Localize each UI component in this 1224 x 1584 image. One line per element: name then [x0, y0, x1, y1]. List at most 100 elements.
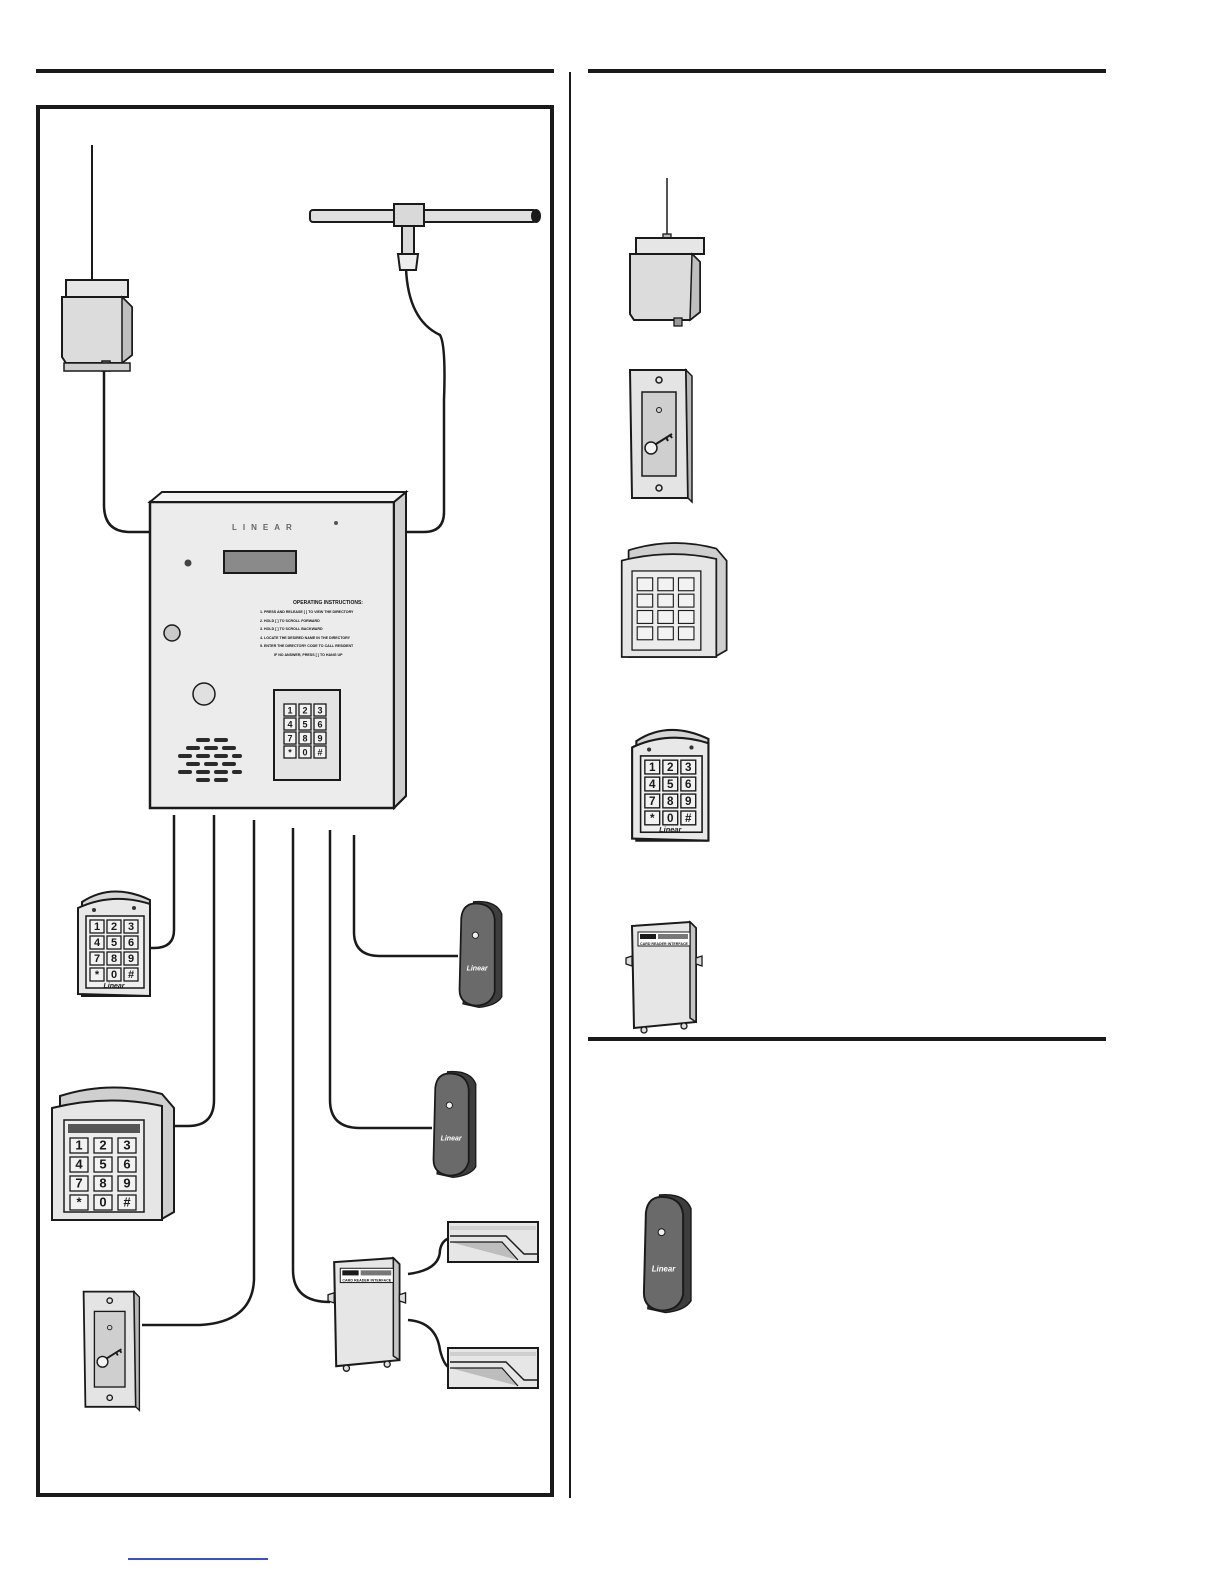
footer-link-underline[interactable]: [128, 1558, 268, 1560]
keypad-key: [106, 919, 122, 934]
keypad-key-label: 4: [75, 1157, 83, 1172]
keypad-key-label: 6: [123, 1157, 130, 1172]
keypad-key: [123, 935, 139, 950]
wire-key-switch: [142, 820, 256, 1327]
keypad-key-label: 2: [302, 705, 307, 715]
keypad-icon: [620, 542, 728, 658]
keypad-key-label: 6: [685, 778, 692, 791]
keypad-key: [106, 951, 122, 966]
keypad-key-label: 9: [128, 953, 134, 965]
keypad-key-label: 5: [302, 719, 307, 729]
key-switch-icon: [82, 1289, 141, 1413]
keypad-key: [644, 759, 661, 775]
keypad-key-label: 2: [99, 1138, 106, 1153]
keypad-key: [677, 626, 695, 641]
keypad-key-label: 6: [317, 719, 322, 729]
keypad-key: [313, 745, 327, 759]
keypad-key: [283, 717, 297, 731]
keypad-key: [106, 967, 122, 982]
unit-instructions: OPERATING INSTRUCTIONS: 1. PRESS AND REL…: [260, 600, 396, 657]
card-reader-interface-icon: CARD READER INTERFACE: [625, 920, 703, 1034]
keypad-key: [283, 731, 297, 745]
keypad-key-label: 4: [649, 778, 656, 791]
keypad-key: [636, 593, 654, 608]
keypad-key: [636, 609, 654, 624]
keypad-key-label: 1: [94, 921, 100, 933]
keypad-key: [636, 577, 654, 592]
proximity-reader-icon: Linear: [642, 1194, 692, 1314]
keypad-key: [677, 609, 695, 624]
reader-brand: Linear: [441, 1135, 463, 1142]
wire-card-interface: [291, 828, 331, 1304]
wire-prox-reader-2: [328, 830, 432, 1130]
keypad-key: [298, 703, 312, 717]
keypad-key-label: 9: [123, 1176, 130, 1191]
keypad-key: [89, 951, 105, 966]
card-reader-icon: [447, 1347, 539, 1389]
keypad-key-label: 7: [649, 795, 655, 808]
keypad-key: [677, 577, 695, 592]
keypad-key-label: 8: [99, 1176, 106, 1191]
keypad-key: [298, 731, 312, 745]
keypad-key-label: 3: [685, 761, 692, 774]
keypad-key: [69, 1137, 89, 1154]
wire-keypad-large: [172, 815, 216, 1128]
keypad-key: [93, 1175, 113, 1192]
keypad-key: [657, 577, 674, 592]
keypad-key-label: 1: [287, 705, 292, 715]
reader-brand: Linear: [467, 965, 489, 972]
left-column-top-rule: [36, 69, 554, 73]
keypad-key-label: 0: [302, 747, 307, 757]
keypad-key: [657, 609, 674, 624]
key-switch-icon: [628, 368, 693, 504]
keypad-key: [657, 593, 674, 608]
keypad-key-label: 8: [667, 795, 674, 808]
proximity-reader-icon: Linear: [432, 1070, 477, 1179]
keypad-key-label: *: [95, 969, 100, 981]
card-reader-icon: [447, 1221, 539, 1263]
keypad-key: [662, 759, 679, 775]
keypad-key: [644, 810, 661, 826]
keypad-key: [89, 919, 105, 934]
keypad-brand: Linear: [659, 825, 682, 834]
wire-keypad-small: [140, 815, 176, 950]
keypad-key: [123, 919, 139, 934]
keypad-key: [283, 745, 297, 759]
keypad-key: [69, 1194, 89, 1211]
interface-label: CARD READER INTERFACE: [640, 942, 689, 946]
keypad-key: [680, 810, 697, 826]
keypad-key: [123, 951, 139, 966]
keypad-key: [313, 731, 327, 745]
keypad-key: [680, 793, 697, 809]
keypad-key-label: 3: [123, 1138, 130, 1153]
keypad-key: [644, 776, 661, 792]
keypad-key: [662, 776, 679, 792]
keypad-key-label: 2: [111, 921, 117, 933]
unit-brand: LINEAR: [232, 523, 298, 532]
keypad-key: [106, 935, 122, 950]
keypad-key: [117, 1137, 137, 1154]
instruction-line-2: 2. HOLD [ ] TO SCROLL FORWARD: [260, 618, 320, 623]
keypad-key-label: 7: [75, 1176, 82, 1191]
column-divider: [569, 72, 571, 1498]
keypad-key-label: 0: [111, 969, 117, 981]
keypad-key: [677, 593, 695, 608]
t-antenna-icon: [309, 203, 541, 271]
keypad-key: [644, 793, 661, 809]
keypad-key-label: 1: [649, 761, 656, 774]
keypad-key-label: 9: [317, 733, 322, 743]
keypad-key: [89, 935, 105, 950]
keypad-key: [117, 1175, 137, 1192]
wire-card-reader-bottom: [407, 1318, 451, 1370]
keypad-key-label: #: [317, 747, 322, 757]
keypad-key: [123, 967, 139, 982]
keypad-key-label: *: [76, 1195, 82, 1210]
wire-antenna: [404, 267, 446, 534]
keypad-key: [117, 1194, 137, 1211]
instruction-line-3: 3. HOLD [ ] TO SCROLL BACKWARD: [260, 627, 323, 631]
keypad-key: [313, 703, 327, 717]
keypad-key-label: 6: [128, 937, 134, 949]
